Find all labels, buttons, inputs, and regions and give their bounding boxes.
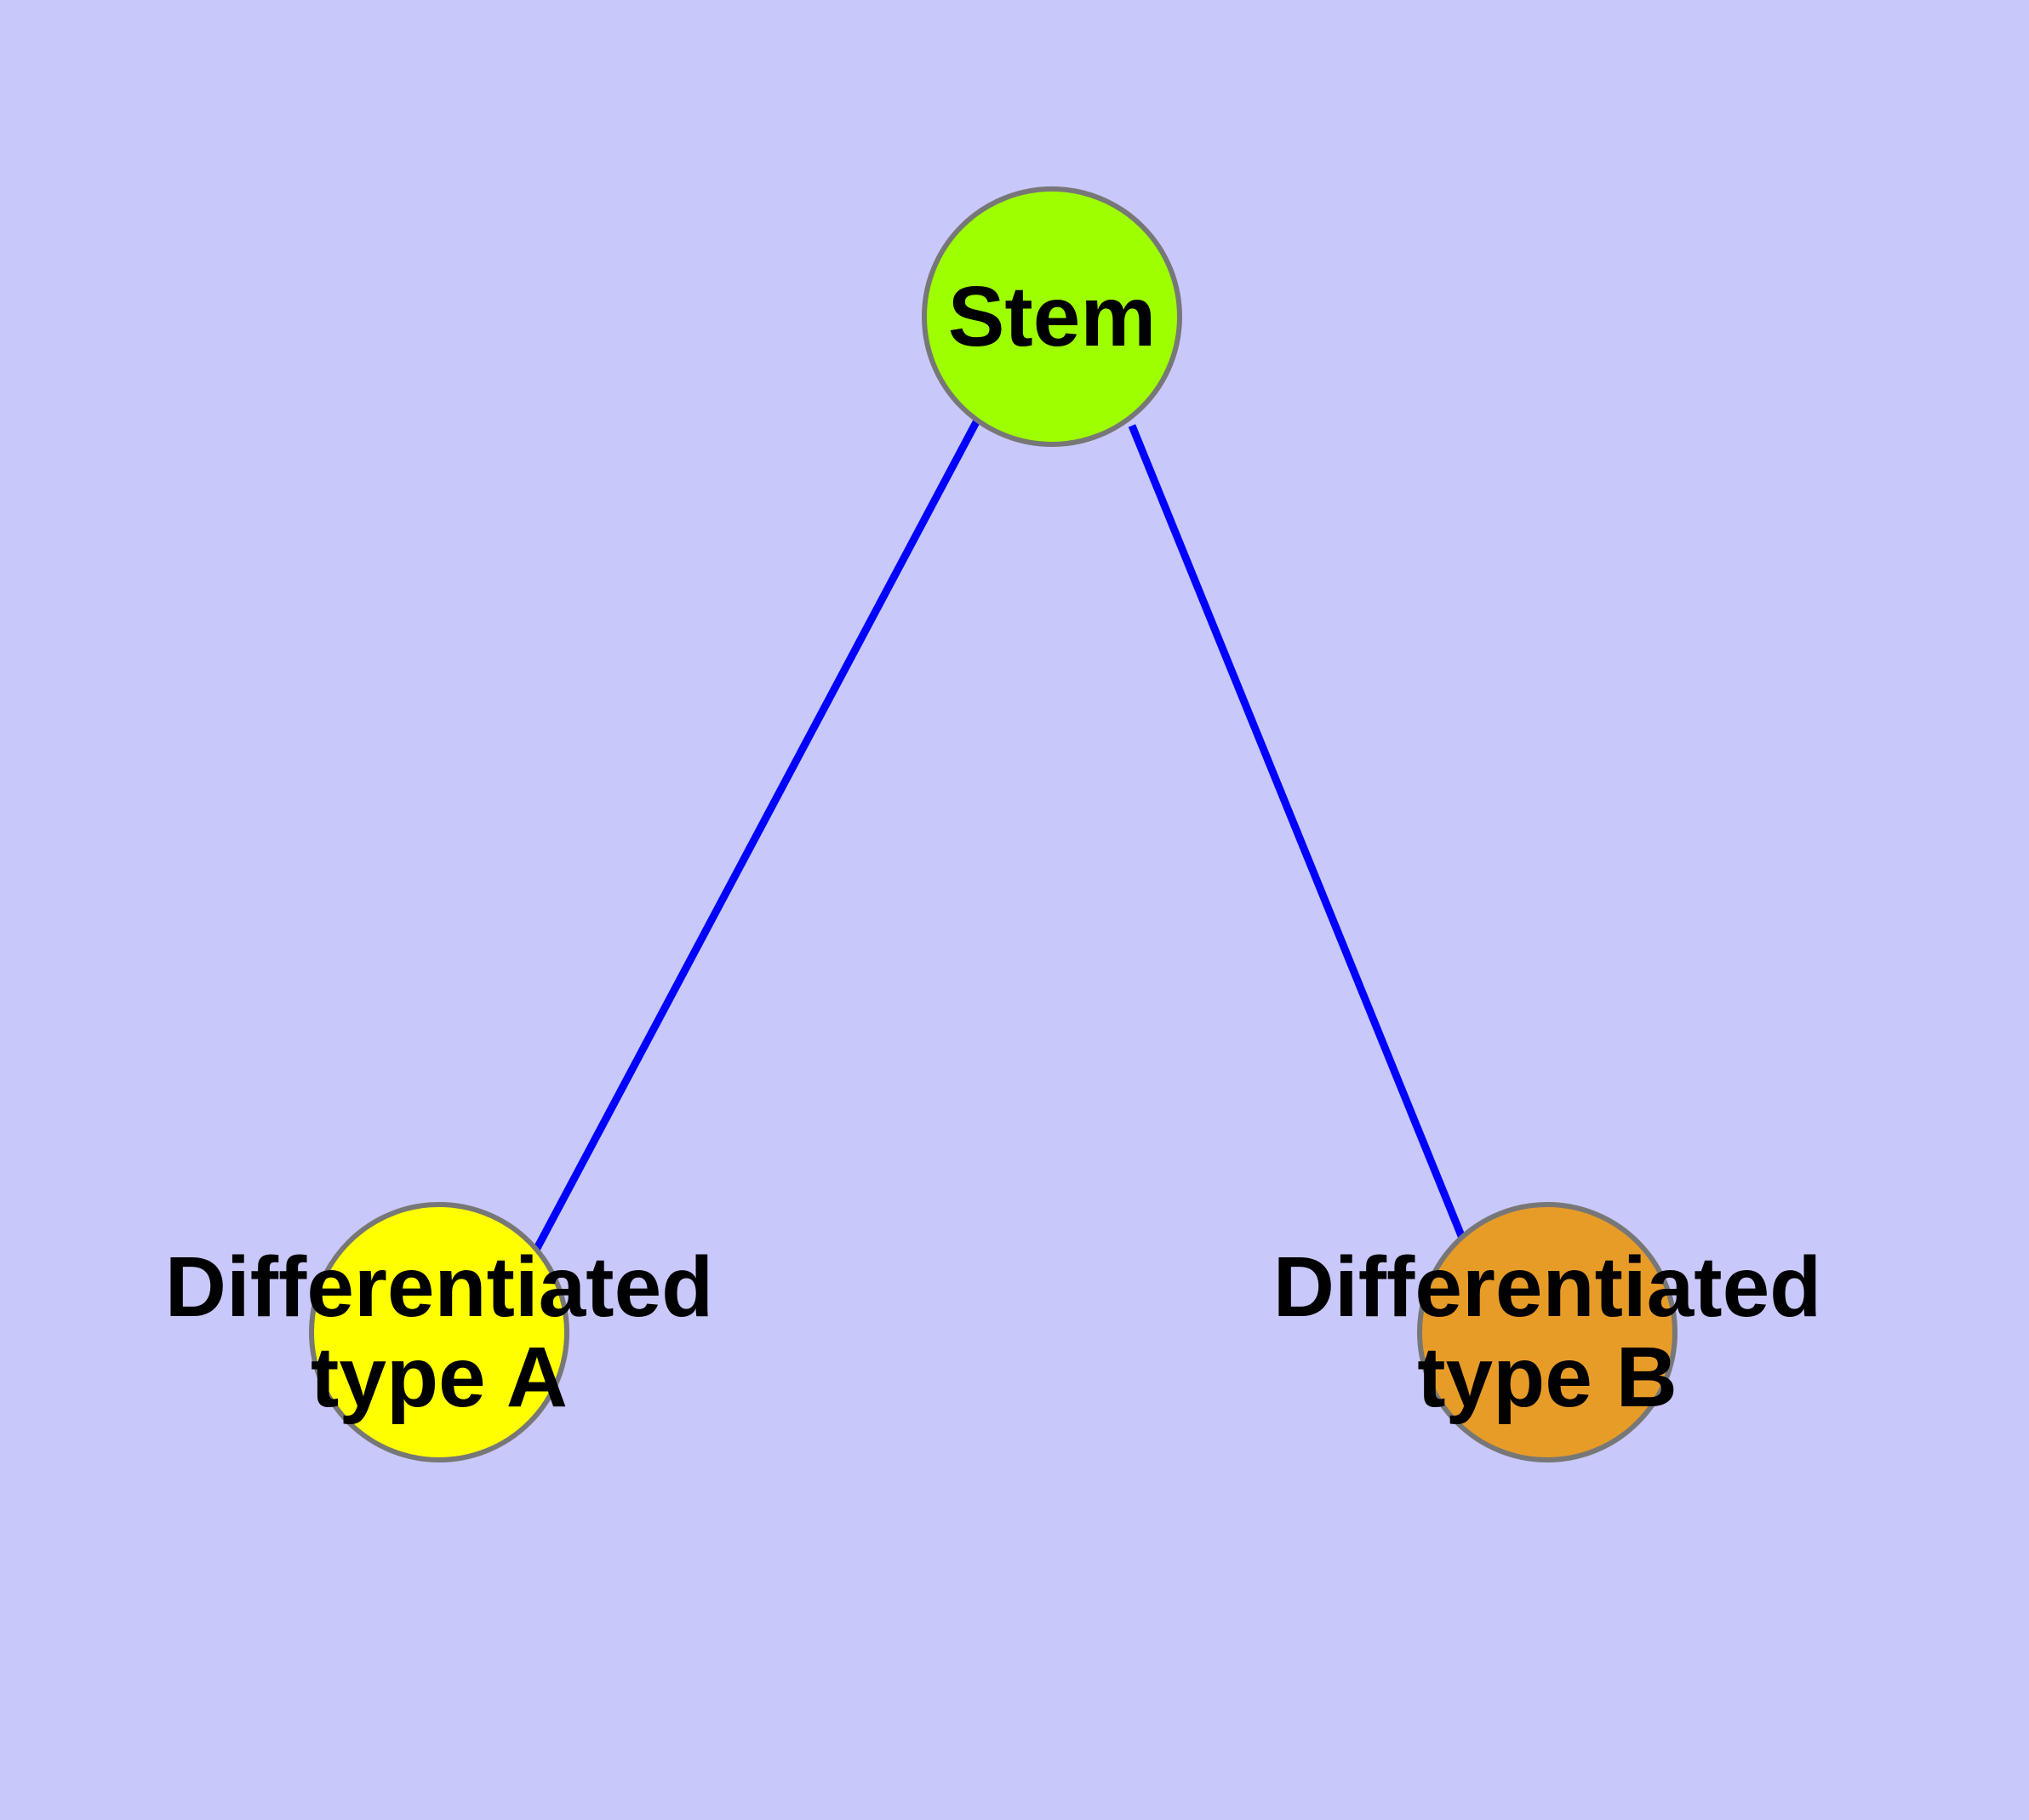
edge-layer: [531, 418, 1470, 1256]
edge-stem-to-differentiated-a: [531, 418, 980, 1256]
node-differentiated-type-a[interactable]: [309, 1202, 569, 1462]
node-differentiated-type-b[interactable]: [1417, 1202, 1677, 1462]
node-layer: [309, 186, 1677, 1462]
node-stem[interactable]: [922, 186, 1182, 447]
edge-stem-to-differentiated-b: [1128, 424, 1470, 1248]
